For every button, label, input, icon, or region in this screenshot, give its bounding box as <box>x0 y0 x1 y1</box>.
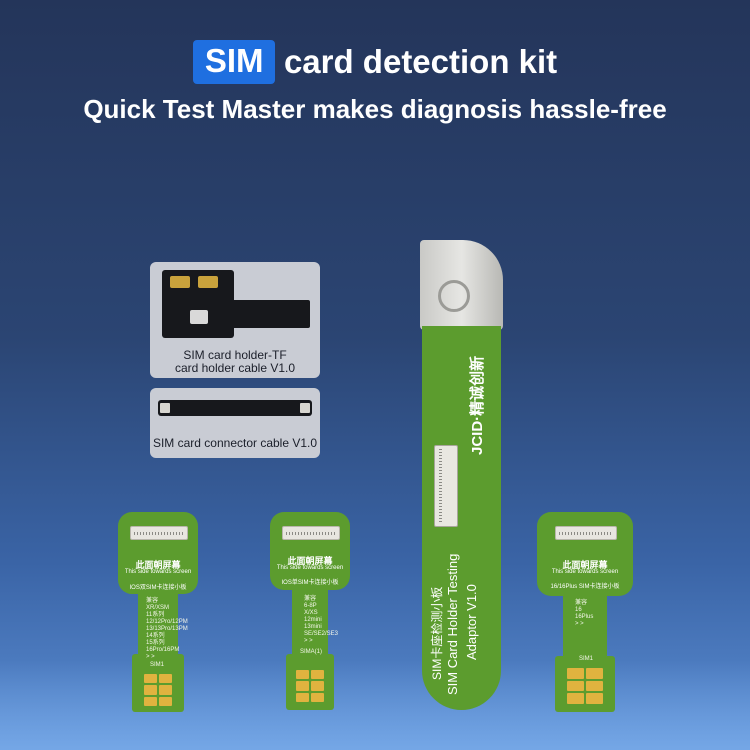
testing-adaptor-board: JCID·精诚创新 SIM卡座检测小板 SIM Card Holder Test… <box>420 240 503 710</box>
connector-cable-label: SIM card connector cable V1.0 <box>152 436 318 450</box>
page-title: card detection kit <box>283 43 558 80</box>
adaptor-line-cn: SIM卡座检测小板 <box>430 586 444 680</box>
single-sim-board: 此面朝屏幕 This side towards screen IOS单SIM卡连… <box>270 512 350 712</box>
board-model: > > <box>304 638 313 644</box>
sim-badge: SIM <box>192 40 276 84</box>
sim-slot-icon <box>170 276 190 288</box>
iphone16-sim-board-pad <box>555 656 615 712</box>
board-model: 13mini <box>304 624 322 630</box>
adaptor-line-version: Adaptor V1.0 <box>464 584 479 660</box>
board-model: 6-8P <box>304 603 317 609</box>
floor-gradient <box>0 660 750 750</box>
sim-slot-icon <box>198 276 218 288</box>
board-model: XR/XSM <box>146 605 170 611</box>
connector-end-icon <box>160 403 170 413</box>
board-compat-title: 兼容 <box>575 600 588 606</box>
board-model: SE/SE2/SE3 <box>304 631 339 637</box>
board-name: 16/16Plus SIM卡连接小板 <box>550 584 620 590</box>
board-model: > > <box>146 654 155 660</box>
connector-cable-card: SIM card connector cable V1.0 <box>150 388 320 458</box>
connector-cable-ribbon <box>158 400 312 416</box>
board-model: 14系列 <box>146 633 165 639</box>
board-model: > > <box>575 621 584 627</box>
holder-cable-board <box>162 270 234 338</box>
board-en-title: This side towards screen <box>276 565 344 571</box>
subtitle: Quick Test Master makes diagnosis hassle… <box>83 94 667 124</box>
adaptor-brand: JCID·精诚创新 <box>469 355 486 455</box>
connector-end-icon <box>300 403 310 413</box>
board-sim-label: SIM1 <box>579 656 594 662</box>
single-sim-board-head <box>270 512 350 590</box>
board-en-title: This side towards screen <box>551 569 619 575</box>
board-cn-title: 此面朝屏幕 <box>562 560 608 570</box>
holder-cable-label-1: SIM card holder-TF <box>183 348 287 362</box>
board-sim-label: SIMA(1) <box>300 649 323 655</box>
sim-contacts-icon <box>296 670 324 702</box>
holder-cable-card: SIM card holder-TF card holder cable V1.… <box>150 262 320 378</box>
iphone16-sim-board: 此面朝屏幕 This side towards screen 16/16Plus… <box>537 512 633 712</box>
board-connector <box>282 526 340 540</box>
board-cn-title: 此面朝屏幕 <box>287 556 333 566</box>
single-sim-board-stem <box>292 586 328 660</box>
single-sim-board-pad <box>286 654 334 710</box>
board-model: 16 <box>575 607 582 613</box>
sim-contacts-icon <box>567 668 603 704</box>
board-name: IOS双SIM卡连接小板 <box>129 585 187 591</box>
board-model: 13/13Pro/13PM <box>146 626 188 632</box>
holder-cable-ribbon <box>230 300 310 328</box>
board-connector <box>130 526 188 540</box>
board-model: X/XS <box>304 610 318 616</box>
title-row: SIM card detection kit <box>0 40 750 84</box>
board-model: 12/12Pro/12PM <box>146 619 188 625</box>
board-model: 15系列 <box>146 640 165 646</box>
board-en-title: This side towards screen <box>124 569 192 575</box>
dual-sim-board: 此面朝屏幕 This side towards screen IOS双SIM卡连… <box>118 512 198 712</box>
adaptor-metal-shield <box>420 240 503 330</box>
board-compat-title: 兼容 <box>304 596 317 602</box>
board-model: 11系列 <box>146 612 165 618</box>
board-model: 16Plus <box>575 614 594 620</box>
board-model: 16Pro/16PM <box>146 647 180 653</box>
dual-sim-board-head <box>118 512 198 594</box>
board-connector <box>555 526 617 540</box>
board-compat-title: 兼容 <box>146 598 159 604</box>
sim-contacts-icon <box>144 674 172 706</box>
dual-sim-board-stem <box>138 590 178 660</box>
board-sim-label: SIM1 <box>150 662 165 668</box>
holder-cable-label-2: card holder cable V1.0 <box>174 361 296 375</box>
board-cn-title: 此面朝屏幕 <box>135 560 181 570</box>
iphone16-sim-board-stem <box>563 592 607 662</box>
shield-logo-icon <box>438 280 470 312</box>
board-model: 12mini <box>304 617 322 623</box>
dual-sim-board-pad <box>132 654 184 712</box>
tf-slot-icon <box>190 310 208 324</box>
adaptor-connector <box>434 445 458 527</box>
adaptor-line-en: SIM Card Holder Testing <box>445 553 460 695</box>
board-name: IOS单SIM卡连接小板 <box>281 580 339 586</box>
